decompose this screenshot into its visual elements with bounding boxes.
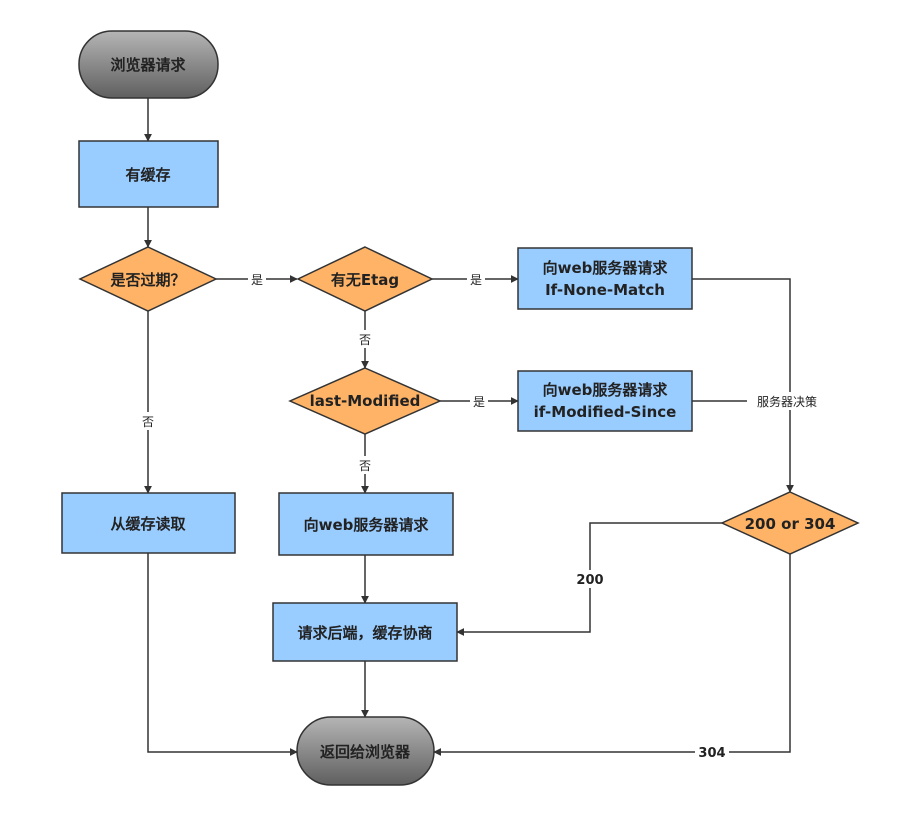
node-expired-label: 是否过期？	[109, 271, 185, 289]
edge-labels: 是 是 否 是 否 否 服务器决策 200 304	[139, 270, 827, 761]
node-last-modified: last-Modified	[288, 367, 442, 435]
node-last-modified-label: last-Modified	[310, 392, 421, 410]
edge-nonematch-to-status	[692, 278, 794, 493]
node-req-none-match-label-1: 向web服务器请求	[543, 259, 669, 277]
node-req-modified-since-label-1: 向web服务器请求	[543, 381, 669, 399]
node-has-cache-label: 有缓存	[125, 166, 170, 184]
node-req-none-match-label-2: If-None-Match	[545, 281, 665, 299]
label-status-304: 304	[698, 746, 725, 761]
node-end-label: 返回给浏览器	[320, 743, 411, 761]
node-has-cache: 有缓存	[78, 140, 219, 208]
node-has-etag: 有无Etag	[296, 246, 434, 312]
node-status-check-label: 200 or 304	[745, 515, 836, 533]
label-expired-no: 否	[142, 415, 154, 429]
node-req-modified-since: 向web服务器请求 if-Modified-Since	[517, 370, 693, 432]
node-end: 返回给浏览器	[296, 716, 435, 786]
node-negotiate: 请求后端，缓存协商	[272, 602, 458, 662]
node-negotiate-label: 请求后端，缓存协商	[297, 624, 432, 642]
edge-readcache-to-end	[147, 553, 298, 756]
edge-status-304	[433, 554, 791, 756]
label-etag-no: 否	[359, 333, 371, 347]
node-expired: 是否过期？	[78, 246, 218, 312]
node-req-server: 向web服务器请求	[278, 492, 454, 556]
label-expired-yes: 是	[251, 273, 263, 287]
node-read-cache-label: 从缓存读取	[110, 515, 186, 533]
edges	[144, 98, 794, 756]
label-etag-yes: 是	[470, 273, 482, 287]
node-has-etag-label: 有无Etag	[331, 271, 399, 289]
node-req-server-label: 向web服务器请求	[304, 516, 430, 534]
label-lastmod-yes: 是	[473, 395, 485, 409]
node-read-cache: 从缓存读取	[61, 492, 236, 554]
label-server-decision: 服务器决策	[757, 394, 817, 409]
label-lastmod-no: 否	[359, 459, 371, 473]
node-start: 浏览器请求	[78, 30, 219, 99]
node-start-label: 浏览器请求	[110, 56, 186, 74]
node-req-modified-since-label-2: if-Modified-Since	[534, 403, 677, 421]
node-req-none-match: 向web服务器请求 If-None-Match	[517, 247, 693, 310]
label-status-200: 200	[576, 573, 603, 588]
node-status-check: 200 or 304	[720, 491, 860, 555]
